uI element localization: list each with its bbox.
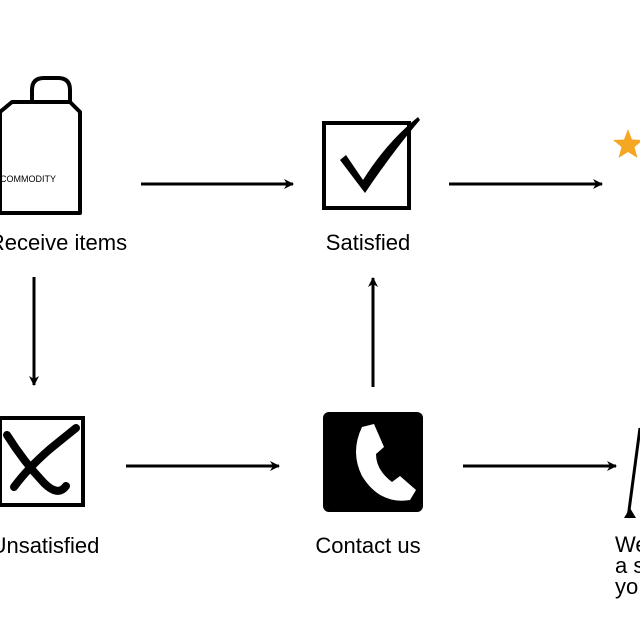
contact-us-label: Contact us <box>315 533 420 558</box>
message-line-2: a s <box>615 553 640 578</box>
receive-items-label: Receive items <box>0 230 127 255</box>
shopping-bag-icon: COMMODITY <box>0 76 82 215</box>
star-icon <box>613 129 640 158</box>
message-figure <box>624 427 640 519</box>
message-line-1: We <box>615 532 640 557</box>
phone-icon <box>323 412 423 512</box>
bag-commodity-text: COMMODITY <box>0 174 56 184</box>
checkbox-x-icon <box>0 416 85 507</box>
message-line-3: yo <box>615 574 638 599</box>
checkbox-check-icon <box>322 117 420 210</box>
satisfied-label: Satisfied <box>326 230 410 255</box>
unsatisfied-label: Unsatisfied <box>0 533 99 558</box>
